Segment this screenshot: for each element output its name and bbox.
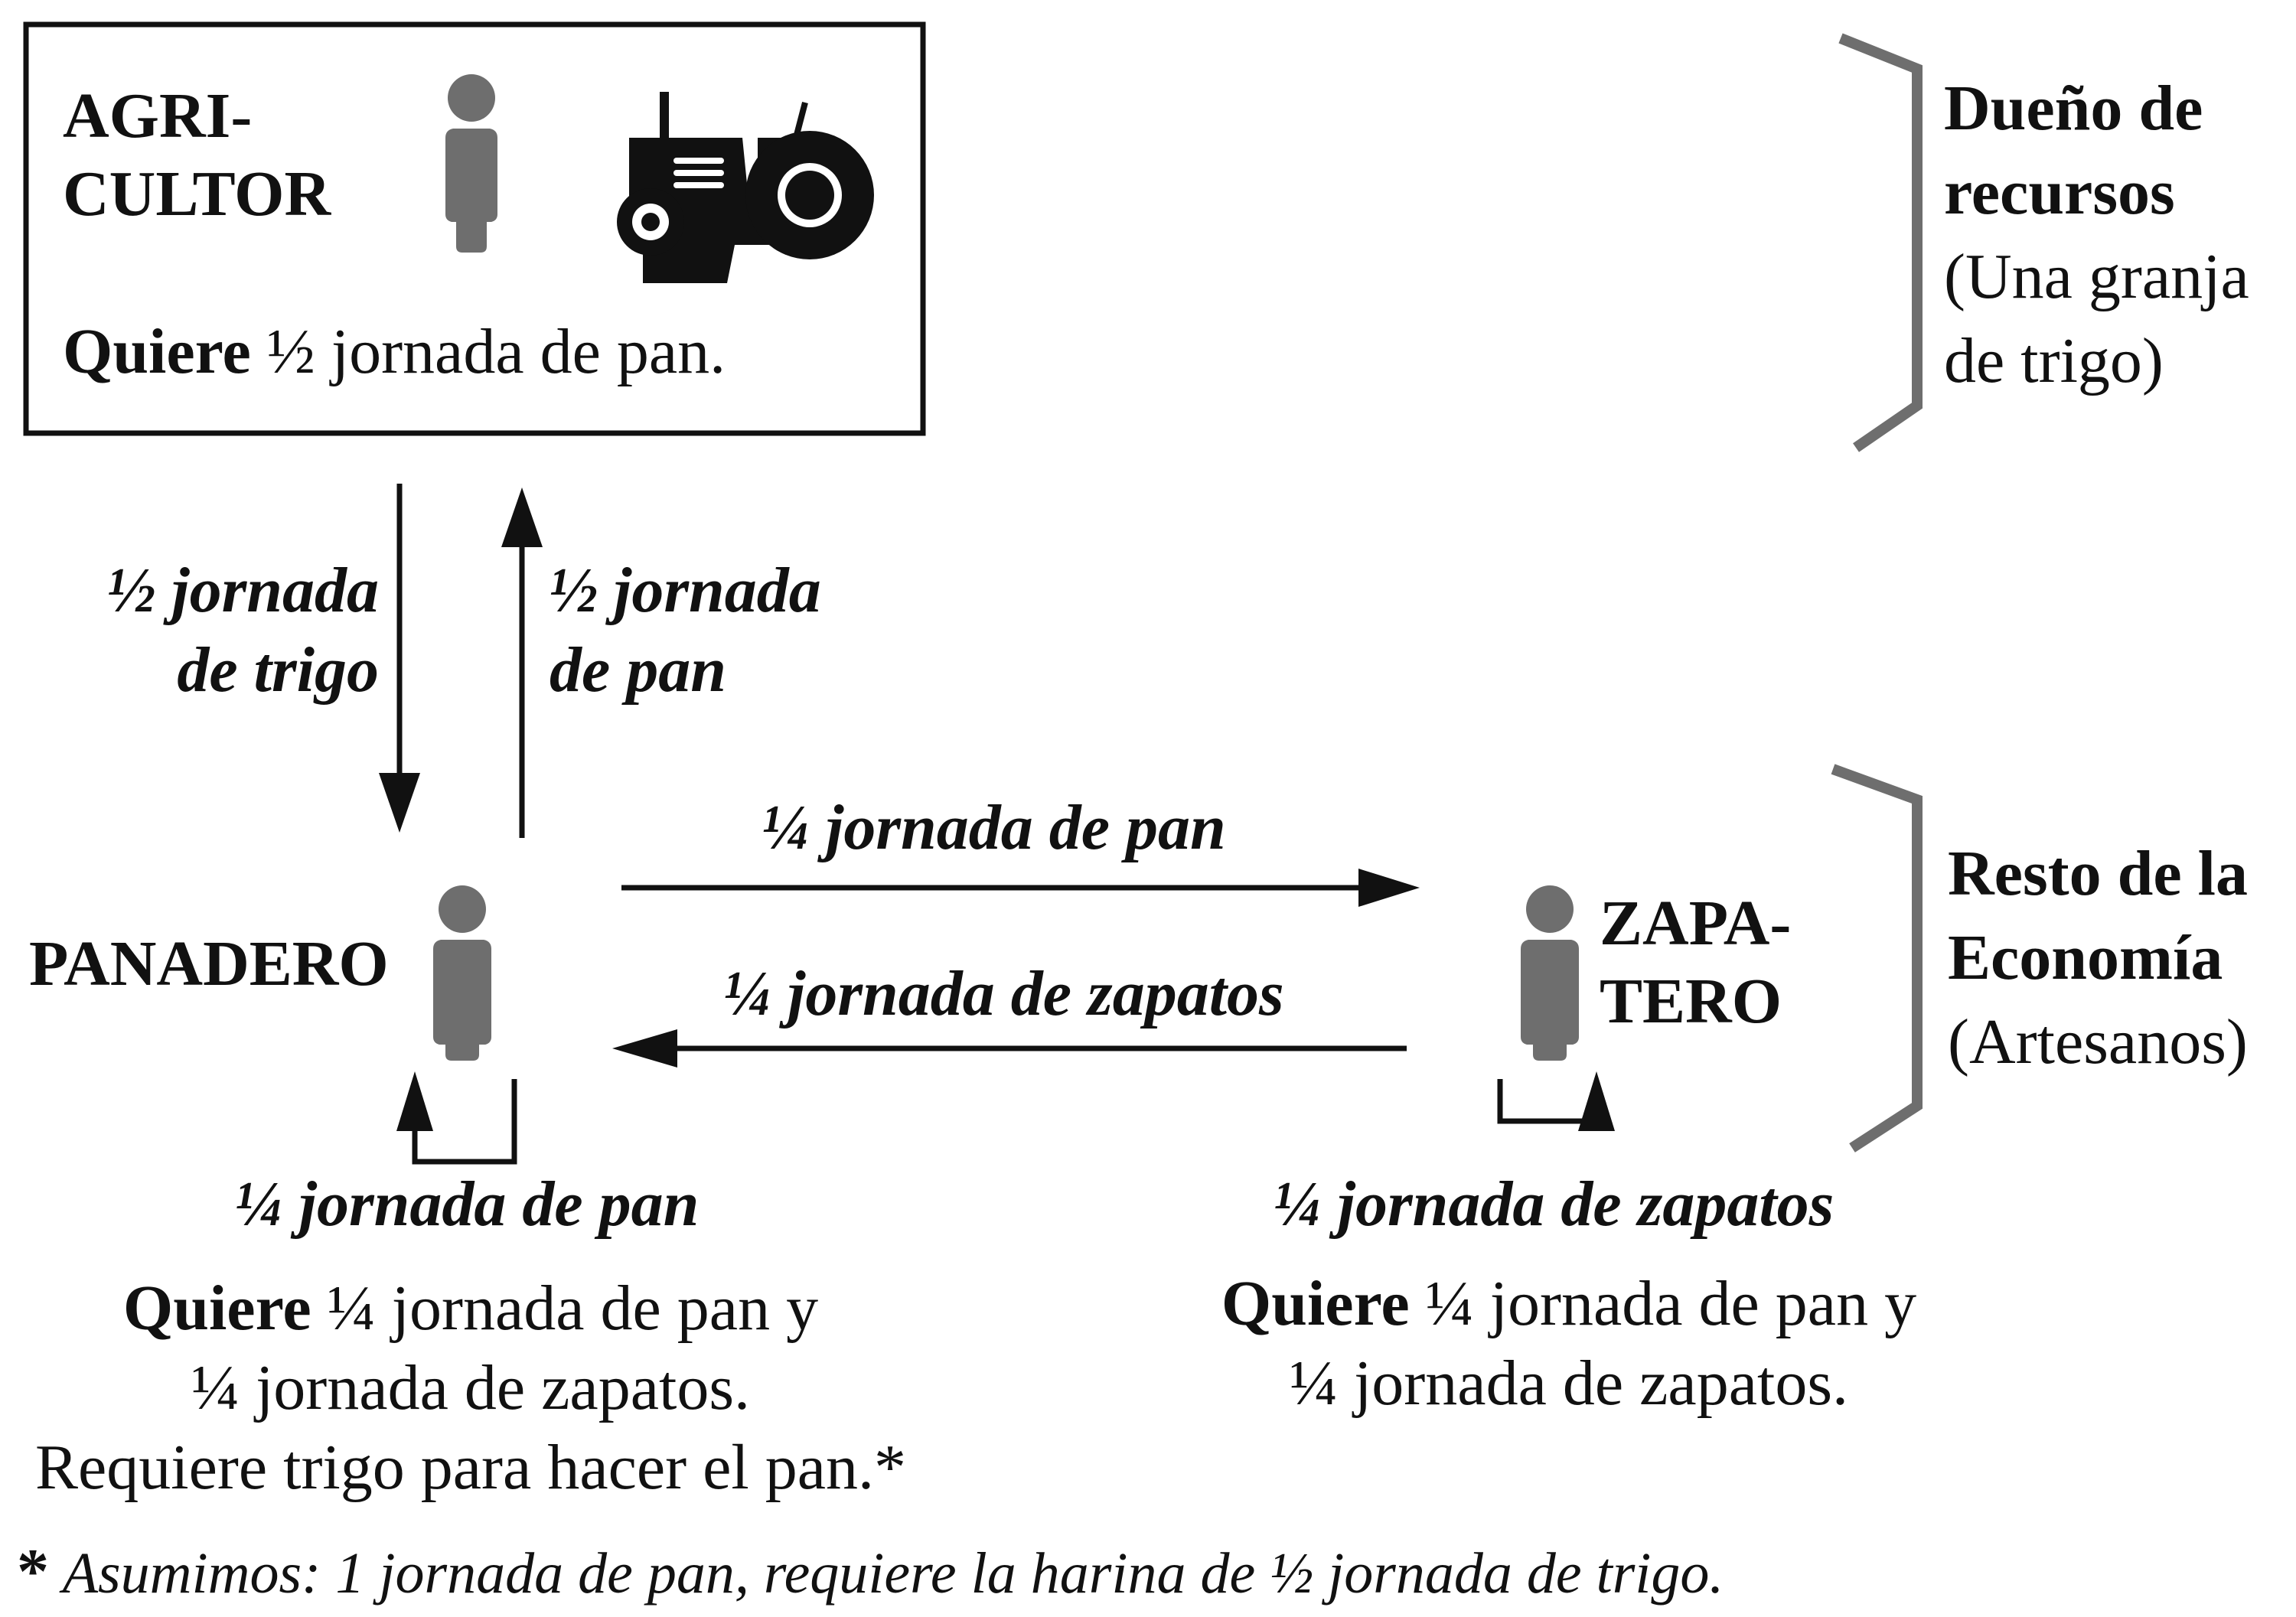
footnote-star: *	[17, 1536, 49, 1607]
bracket-bottom-line3: (Artesanos)	[1948, 1006, 2248, 1077]
footnote-text: Asumimos: 1 jornada de pan, requiere la …	[49, 1541, 1724, 1606]
bracket-top	[1838, 33, 1923, 452]
bracket-top-line1: Dueño de	[1944, 73, 2203, 144]
shoemaker-label-line2: TERO	[1600, 966, 1782, 1037]
baker-wants-rest: ¼ jornada de pan y	[311, 1273, 819, 1344]
shoemaker-wants-rest: ¼ jornada de pan y	[1409, 1268, 1917, 1339]
arrow-bread-up	[501, 487, 543, 838]
bracket-bottom	[1831, 764, 1923, 1152]
baker-wants-bold: Quiere	[122, 1273, 311, 1344]
farmer-wants-bold: Quiere	[63, 316, 251, 387]
flow-wheat-line2: de trigo	[177, 634, 379, 706]
flow-wheat-line1: ½ jornada	[107, 555, 379, 626]
baker-self-loop	[396, 1071, 517, 1165]
arrow-wheat-down	[379, 484, 420, 833]
shoemaker-person-icon	[1521, 885, 1579, 1061]
shoemaker-wants-line2: ¼ jornada de zapatos.	[1289, 1348, 1849, 1419]
arrow-shoes-left	[612, 1029, 1407, 1068]
tractor-icon	[617, 92, 874, 283]
arrow-bread-right	[621, 869, 1420, 907]
footnote: * Asumimos: 1 jornada de pan, requiere l…	[17, 1540, 1724, 1604]
bracket-bottom-line2: Economía	[1948, 922, 2223, 993]
flow-bread-to-shoemaker: ¼ jornada de pan	[762, 792, 1226, 863]
farmer-wants: Quiere ½ jornada de pan.	[63, 320, 726, 384]
baker-wants-line2: ¼ jornada de zapatos.	[191, 1352, 751, 1423]
shoemaker-wants: Quiere ¼ jornada de pan y	[1110, 1272, 2028, 1336]
bracket-top-line4: de trigo)	[1944, 325, 2164, 396]
baker-label: PANADERO	[29, 928, 389, 999]
bracket-bottom-line1: Resto de la	[1948, 838, 2248, 909]
baker-requires: Requiere trigo para hacer el pan.*	[34, 1432, 907, 1503]
farmer-label-line1: AGRI-	[63, 80, 253, 152]
baker-wants: Quiere ¼ jornada de pan y	[0, 1276, 941, 1341]
farmer-label-line2: CULTOR	[63, 158, 331, 230]
flow-bread-up-line1: ½ jornada	[550, 555, 821, 626]
bracket-top-line3: (Una granja	[1944, 241, 2249, 312]
flow-shoemaker-self: ¼ jornada de zapatos	[1273, 1169, 1835, 1240]
shoemaker-label-line1: ZAPA-	[1600, 888, 1792, 959]
flow-baker-self: ¼ jornada de pan	[234, 1169, 700, 1240]
farmer-wants-rest: ½ jornada de pan.	[250, 316, 726, 387]
flow-shoes-to-baker: ¼ jornada de zapatos	[723, 958, 1284, 1029]
shoemaker-self-loop	[1497, 1071, 1615, 1131]
farmer-box	[23, 21, 926, 436]
shoemaker-wants-bold: Quiere	[1221, 1268, 1410, 1339]
flow-bread-up-line2: de pan	[550, 634, 726, 706]
bracket-top-line2: recursos	[1944, 157, 2175, 228]
baker-person-icon	[433, 885, 491, 1061]
farmer-person-icon	[445, 74, 497, 253]
